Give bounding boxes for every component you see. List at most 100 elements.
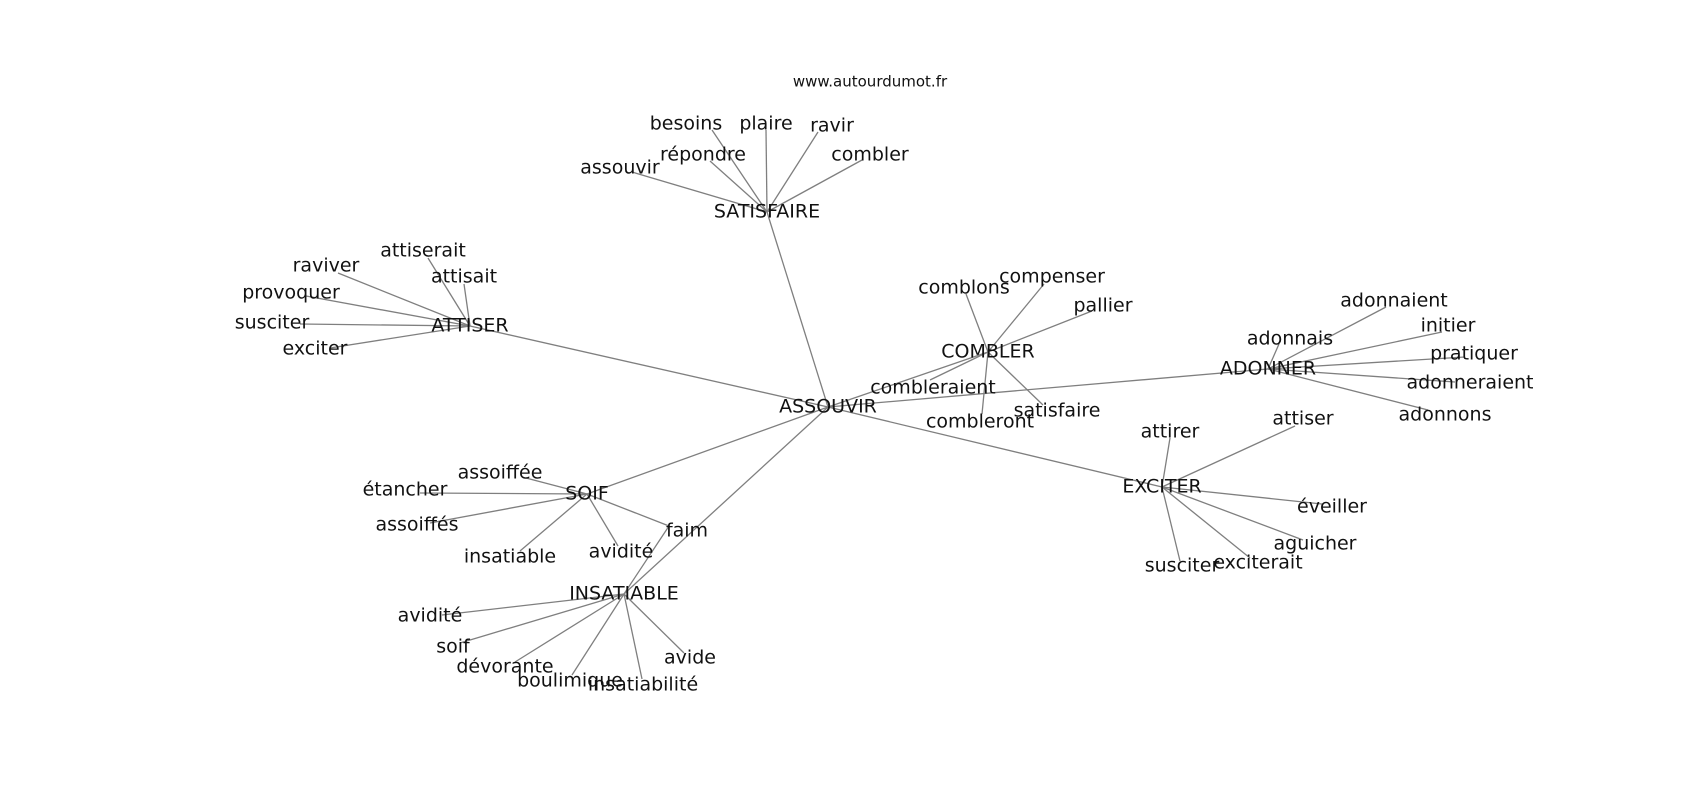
edge-soif-3 (519, 493, 588, 552)
word-satisfaire-1[interactable]: plaire (739, 113, 792, 135)
edge-soif-4 (586, 493, 619, 547)
edge-adonner-3 (1267, 356, 1466, 370)
word-adonner-2[interactable]: initier (1421, 315, 1476, 337)
edge-combler-5 (987, 351, 1044, 406)
labels-layer: www.autourdumot.fr SATISFAIRE besoins plai… (235, 73, 1534, 696)
edge-center-exciter (827, 406, 1163, 488)
word-soif-4[interactable]: avidité (589, 541, 654, 563)
hub-combler[interactable]: COMBLER (941, 341, 1034, 363)
edge-insatiable-5 (623, 593, 685, 654)
word-adonner-1[interactable]: adonnais (1247, 328, 1333, 350)
edge-adonner-2 (1267, 331, 1443, 370)
edge-insatiable-4 (623, 593, 643, 680)
edge-center-attiser (469, 325, 829, 408)
edge-exciter-2 (1161, 486, 1323, 505)
word-soif-5[interactable]: faim (666, 520, 708, 542)
word-insatiable-3[interactable]: boulimique (517, 670, 623, 692)
edge-adonner-4 (1267, 368, 1456, 383)
edge-attiser-0 (427, 257, 471, 327)
word-combler-2[interactable]: pallier (1073, 295, 1132, 317)
word-insatiable-0[interactable]: avidité (398, 605, 463, 627)
word-attiser-1[interactable]: raviver (293, 255, 360, 277)
word-exciter-4[interactable]: exciterait (1213, 552, 1302, 574)
edge-satisfaire-2 (766, 131, 819, 213)
hub-satisfaire[interactable]: SATISFAIRE (714, 201, 820, 223)
edge-insatiable-2 (514, 593, 625, 663)
edge-attiser-2 (463, 283, 471, 327)
center-word[interactable]: ASSOUVIR (779, 396, 877, 418)
edge-insatiable-0 (441, 593, 625, 616)
word-satisfaire-5[interactable]: assouvir (580, 157, 660, 179)
edge-center-adonner (827, 368, 1269, 408)
word-satisfaire-3[interactable]: répondre (660, 144, 746, 166)
word-exciter-5[interactable]: susciter (1145, 555, 1220, 577)
edge-adonner-0 (1267, 306, 1387, 370)
word-exciter-1[interactable]: attiser (1272, 408, 1333, 430)
word-adonner-5[interactable]: adonnons (1399, 404, 1492, 426)
edge-exciter-0 (1161, 437, 1171, 488)
edge-satisfaire-1 (765, 129, 768, 213)
word-soif-0[interactable]: assoiffée (458, 462, 543, 484)
edge-center-satisfaire (766, 211, 829, 408)
edge-center-soif (586, 406, 829, 495)
word-adonner-4[interactable]: adonneraient (1406, 372, 1533, 394)
edge-satisfaire-0 (711, 129, 768, 213)
word-insatiable-4[interactable]: insatiabilité (588, 674, 698, 696)
word-satisfaire-4[interactable]: combler (831, 144, 909, 166)
word-satisfaire-0[interactable]: besoins (650, 113, 723, 135)
edge-combler-0 (965, 293, 989, 353)
word-insatiable-5[interactable]: avide (664, 647, 716, 669)
edge-exciter-3 (1161, 486, 1304, 541)
word-insatiable-2[interactable]: dévorante (456, 656, 553, 678)
edge-attiser-1 (337, 272, 471, 327)
word-exciter-2[interactable]: éveiller (1297, 496, 1367, 518)
edge-center-combler (827, 351, 989, 408)
word-soif-1[interactable]: étancher (363, 479, 448, 501)
edge-insatiable-1 (459, 593, 625, 644)
word-combler-3[interactable]: combleraient (870, 377, 996, 399)
word-attiser-2[interactable]: attisait (431, 266, 497, 288)
word-attiser-5[interactable]: exciter (283, 338, 348, 360)
word-exciter-0[interactable]: attirer (1141, 421, 1200, 443)
edges-layer (299, 129, 1466, 680)
word-combler-5[interactable]: satisfaire (1014, 400, 1101, 422)
word-exciter-3[interactable]: aguicher (1273, 533, 1356, 555)
edge-satisfaire-5 (631, 171, 768, 213)
edge-center-insatiable (623, 406, 829, 595)
edge-combler-3 (929, 351, 989, 381)
word-combler-1[interactable]: compenser (999, 266, 1105, 288)
edge-soif-0 (525, 477, 588, 495)
edge-attiser-4 (299, 323, 471, 327)
edge-insatiable-6 (623, 525, 670, 595)
edge-soif-1 (419, 492, 588, 495)
word-attiser-4[interactable]: susciter (235, 312, 310, 334)
edge-exciter-4 (1161, 486, 1251, 559)
word-adonner-3[interactable]: pratiquer (1430, 343, 1518, 365)
edge-satisfaire-4 (766, 159, 863, 213)
edge-combler-2 (987, 310, 1093, 353)
edge-insatiable-3 (571, 593, 625, 676)
word-attiser-3[interactable]: provoquer (242, 282, 340, 304)
edge-exciter-5 (1161, 486, 1181, 562)
word-soif-2[interactable]: assoiffés (375, 514, 458, 536)
edge-soif-5 (586, 493, 670, 527)
hub-exciter[interactable]: EXCITER (1122, 476, 1201, 498)
hub-soif[interactable]: SOIF (565, 483, 609, 505)
edge-soif-2 (429, 493, 588, 524)
word-soif-3[interactable]: insatiable (464, 546, 556, 568)
hub-insatiable[interactable]: INSATIABLE (569, 583, 679, 605)
word-insatiable-1[interactable]: soif (436, 636, 471, 658)
word-attiser-0[interactable]: attiserait (380, 240, 466, 262)
word-combler-0[interactable]: comblons (918, 277, 1009, 299)
word-combler-4[interactable]: combleront (926, 411, 1034, 433)
edge-attiser-5 (329, 325, 471, 349)
word-satisfaire-2[interactable]: ravir (810, 115, 854, 137)
edge-exciter-1 (1161, 425, 1296, 488)
hub-adonner[interactable]: ADONNER (1220, 358, 1316, 380)
source-url: www.autourdumot.fr (793, 73, 948, 91)
word-adonner-0[interactable]: adonnaient (1340, 290, 1448, 312)
edge-combler-4 (981, 351, 989, 415)
edge-adonner-5 (1267, 368, 1429, 411)
hub-attiser[interactable]: ATTISER (431, 315, 508, 337)
